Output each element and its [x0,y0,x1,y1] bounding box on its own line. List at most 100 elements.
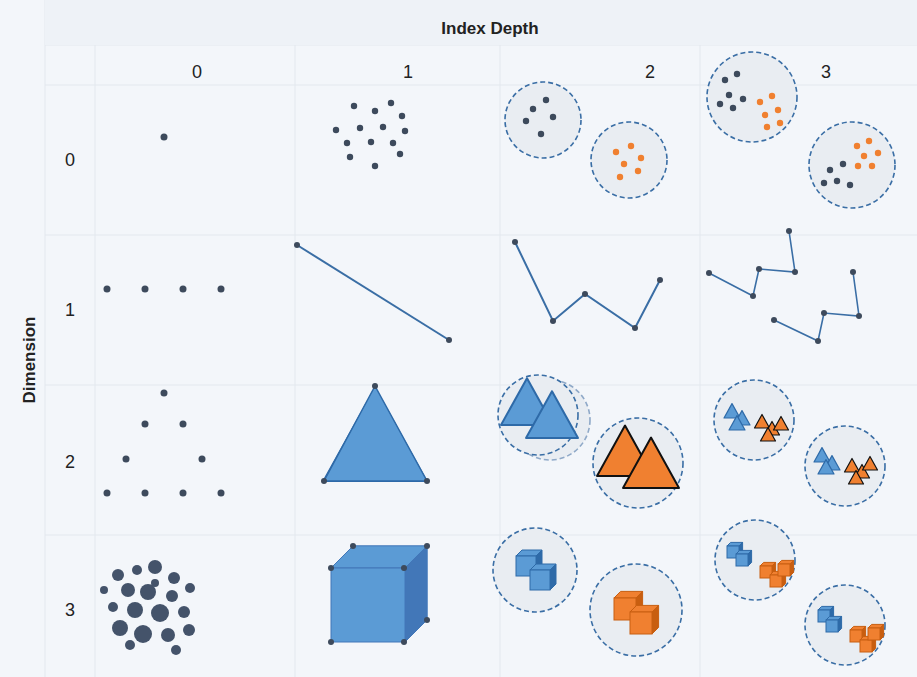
column-header: 1 [403,62,413,83]
point [218,286,225,293]
point [372,163,378,169]
point [854,143,860,149]
point [869,163,875,169]
point [730,105,736,111]
point [847,182,853,188]
point [402,128,408,134]
row-header: 3 [65,600,75,621]
point [180,421,187,428]
point [769,93,775,99]
point [104,286,111,293]
point [850,269,856,275]
point [142,490,149,497]
point [161,390,168,397]
point [722,77,728,83]
point [397,151,403,157]
point [344,140,350,146]
cluster-ring [590,564,682,656]
row-header: 1 [65,300,75,321]
axis-title: Index Depth [441,19,538,39]
cube-front [630,612,652,634]
point [372,383,378,389]
point [734,71,740,77]
cluster-ring [493,528,577,612]
point [635,168,641,174]
cube-front [770,575,782,587]
point [108,602,118,612]
point [821,180,827,186]
point [171,645,181,655]
point [399,113,405,119]
point [127,602,143,618]
point [550,318,556,324]
point [161,134,168,141]
point [424,478,430,484]
point [628,143,634,149]
triangle [623,438,679,488]
point [757,99,763,105]
point [166,590,178,602]
point [726,92,732,98]
grid-line [95,0,96,677]
point [775,107,781,113]
point [621,161,627,167]
point [550,114,556,120]
point [180,286,187,293]
point [771,317,777,323]
point [512,239,518,245]
cube-front [868,628,880,640]
point [786,228,792,234]
triangle [849,471,864,485]
cube-front [530,570,550,590]
point [151,604,169,622]
axis-title: Dimension [20,317,40,404]
point [100,586,108,594]
point [756,266,762,272]
point [815,338,821,344]
point [388,100,394,106]
cluster-ring [715,520,795,600]
point [827,167,833,173]
point [657,277,663,283]
column-header: 2 [645,62,655,83]
point [178,606,190,618]
point [350,543,356,549]
point [185,583,195,593]
cube-side [880,624,884,640]
point [347,154,353,160]
point [856,313,862,319]
column-header: 0 [192,62,202,83]
point [617,174,623,180]
point [750,293,756,299]
polyline [774,272,859,341]
point [328,639,334,645]
point [104,490,111,497]
triangle [863,457,878,471]
point [151,579,159,587]
grid-line [700,0,701,677]
point [180,490,187,497]
point [401,639,407,645]
point [840,161,846,167]
point [523,118,529,124]
grid-line [295,0,296,677]
cube-front [826,620,838,632]
point [380,124,386,130]
cluster-ring [591,122,667,198]
point [543,97,549,103]
point [530,106,536,112]
cluster-ring [505,82,581,158]
cube-side [748,550,752,566]
point [834,178,840,184]
point [861,153,867,159]
point [632,325,638,331]
cube-side [790,560,794,576]
triangle [755,415,770,429]
point [446,337,452,343]
point [294,242,300,248]
triangle [845,459,860,473]
cube-front [860,640,872,652]
cube-side [550,564,556,590]
point [855,163,861,169]
cluster-ring [593,418,683,508]
